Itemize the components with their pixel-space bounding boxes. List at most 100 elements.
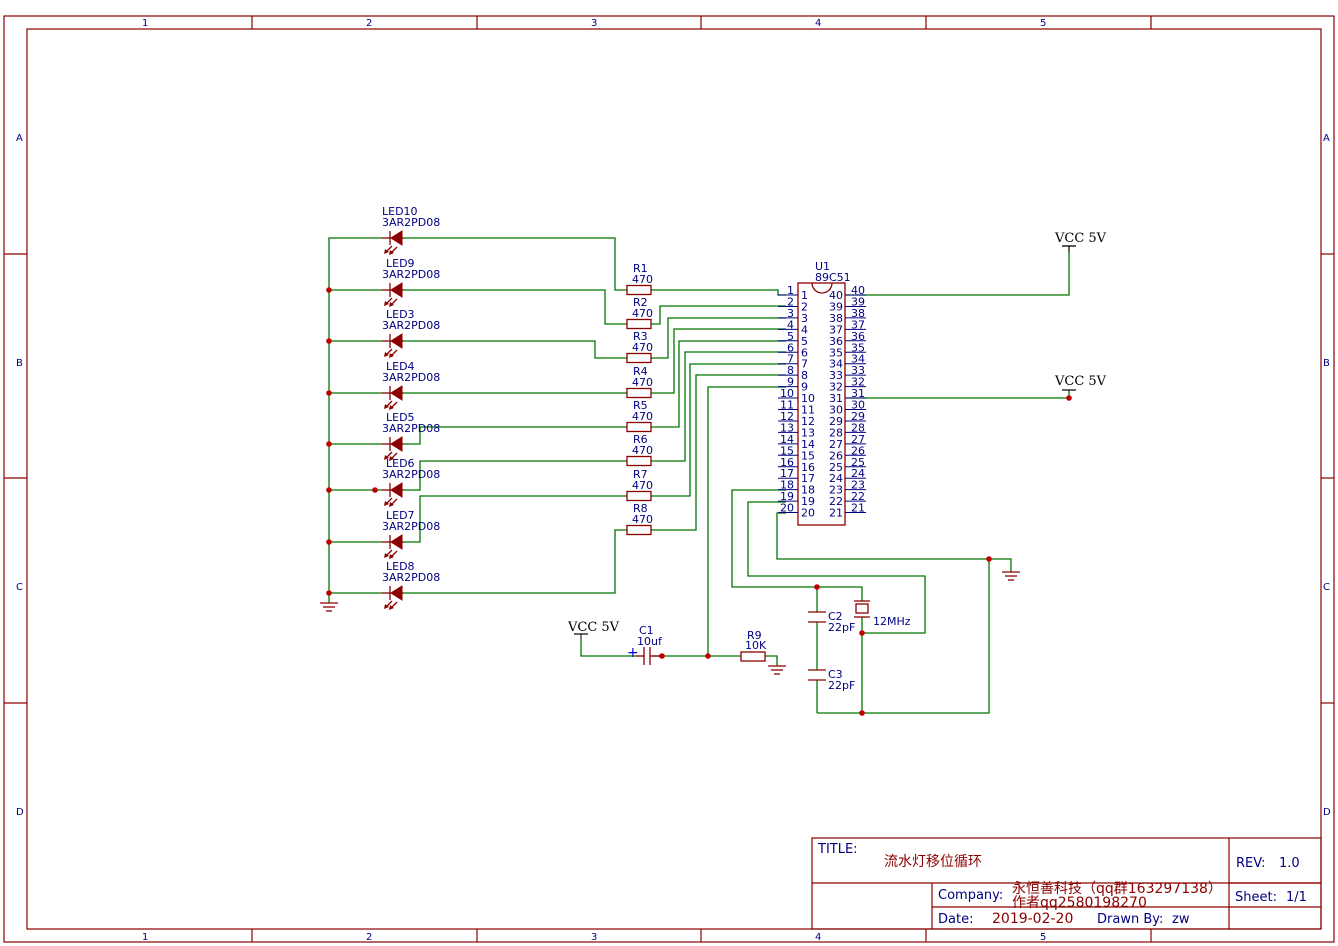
ground-symbols bbox=[320, 571, 1020, 675]
led-group: LED103AR2PD08LED93AR2PD08LED33AR2PD08LED… bbox=[382, 205, 440, 610]
frame-row-label: A bbox=[1323, 133, 1330, 144]
mcu-pin-number-outer: 23 bbox=[851, 479, 865, 492]
led-light-arrowhead-icon bbox=[384, 501, 389, 506]
mcu-pin-number-inner: 21 bbox=[829, 507, 843, 520]
vcc-symbols: VCC 5V VCC 5V VCC 5V bbox=[567, 231, 1107, 640]
frame-row-label: C bbox=[1323, 582, 1330, 593]
mcu-pin-number-outer: 16 bbox=[780, 456, 794, 469]
mcu-pin-number-inner: 3 bbox=[801, 312, 808, 325]
led-ref: LED10 bbox=[382, 205, 418, 218]
led-part: 3AR2PD08 bbox=[382, 268, 440, 281]
led-diode-icon bbox=[390, 585, 403, 601]
mcu-pin-number-outer: 31 bbox=[851, 387, 865, 400]
led-part: 3AR2PD08 bbox=[382, 319, 440, 332]
mcu-pin-number-outer: 24 bbox=[851, 467, 865, 480]
mcu-pin-number-outer: 7 bbox=[787, 353, 794, 366]
mcu-pin-number-outer: 38 bbox=[851, 307, 865, 320]
mcu-pin-number-outer: 15 bbox=[780, 444, 794, 457]
resistor-ref: R3 bbox=[633, 330, 648, 343]
resistor-body bbox=[626, 318, 652, 330]
mcu-pin-number-outer: 1 bbox=[787, 284, 794, 297]
led-light-arrowhead-icon bbox=[384, 249, 389, 254]
mcu-pin-number-outer: 8 bbox=[787, 364, 794, 377]
mcu-pin-number-inner: 32 bbox=[829, 381, 843, 394]
resistor-value: 470 bbox=[632, 341, 653, 354]
mcu-pin-number-outer: 37 bbox=[851, 318, 865, 331]
led-ref: LED4 bbox=[386, 360, 415, 373]
resistor-value: 470 bbox=[632, 479, 653, 492]
mcu-pin-number-inner: 1 bbox=[801, 289, 808, 302]
led-light-arrowhead-icon bbox=[384, 604, 389, 609]
led-light-arrowhead-icon bbox=[389, 605, 394, 610]
mcu-pin-number-inner: 7 bbox=[801, 358, 808, 371]
mcu-part: 89C51 bbox=[815, 271, 851, 284]
wires bbox=[328, 237, 1070, 714]
junctions bbox=[326, 287, 1072, 716]
resistor-ref: R4 bbox=[633, 365, 648, 378]
mcu-pin-number-inner: 28 bbox=[829, 426, 843, 439]
drawn-value: zw bbox=[1172, 912, 1190, 927]
mcu-ref: U1 bbox=[815, 260, 830, 273]
c2-ref: C2 bbox=[828, 610, 843, 623]
mcu-pin-number-outer: 5 bbox=[787, 330, 794, 343]
mcu-pin-number-inner: 35 bbox=[829, 346, 843, 359]
mcu-pin-number-outer: 17 bbox=[780, 467, 794, 480]
led-part: 3AR2PD08 bbox=[382, 371, 440, 384]
resistor-value: 470 bbox=[632, 410, 653, 423]
c2-value: 22pF bbox=[828, 621, 855, 634]
led-ref: LED5 bbox=[386, 411, 415, 424]
led-diode-icon bbox=[390, 436, 403, 452]
led-diode-icon bbox=[390, 282, 403, 298]
mcu-pin-number-inner: 16 bbox=[801, 461, 815, 474]
mcu-pin-number-inner: 19 bbox=[801, 495, 815, 508]
led-part: 3AR2PD08 bbox=[382, 520, 440, 533]
mcu-pin-number-inner: 18 bbox=[801, 484, 815, 497]
resistor-value: 470 bbox=[632, 376, 653, 389]
led-light-arrowhead-icon bbox=[389, 405, 394, 410]
resistor-body bbox=[626, 421, 652, 433]
resistor-body bbox=[626, 387, 652, 399]
capacitor-c1: + C1 10uf bbox=[627, 624, 663, 665]
resistor-ref: R5 bbox=[633, 399, 648, 412]
mcu-pin-number-inner: 27 bbox=[829, 438, 843, 451]
mcu-pin-number-outer: 25 bbox=[851, 456, 865, 469]
vcc-left: VCC 5V bbox=[567, 620, 620, 640]
led-part: 3AR2PD08 bbox=[382, 216, 440, 229]
led-ref: LED6 bbox=[386, 457, 415, 470]
mcu-pin-number-outer: 10 bbox=[780, 387, 794, 400]
vcc-top-label: VCC 5V bbox=[1054, 231, 1107, 246]
drawn-label: Drawn By: bbox=[1097, 912, 1163, 927]
mcu-pin-number-outer: 35 bbox=[851, 341, 865, 354]
led-light-arrowhead-icon bbox=[389, 456, 394, 461]
vcc-left-label: VCC 5V bbox=[567, 620, 620, 635]
mcu-pin-number-inner: 26 bbox=[829, 449, 843, 462]
title-text: 流水灯移位循环 bbox=[884, 854, 982, 870]
led-light-arrowhead-icon bbox=[384, 553, 389, 558]
mcu-pin-number-outer: 39 bbox=[851, 295, 865, 308]
mcu-pin-number-outer: 28 bbox=[851, 421, 865, 434]
title-label: TITLE: bbox=[817, 842, 858, 857]
mcu-pin-number-outer: 9 bbox=[787, 376, 794, 389]
resistor-r9: R9 10K bbox=[740, 629, 767, 662]
frame-row-label: A bbox=[16, 133, 23, 144]
rev-label: REV: bbox=[1236, 856, 1265, 871]
mcu-pin-number-outer: 18 bbox=[780, 479, 794, 492]
led-diode-icon bbox=[390, 482, 403, 498]
led-diode-icon bbox=[390, 230, 403, 246]
led-light-arrowhead-icon bbox=[389, 554, 394, 559]
led-light-arrowhead-icon bbox=[384, 404, 389, 409]
mcu-pin-number-outer: 32 bbox=[851, 376, 865, 389]
mcu-pin-number-outer: 19 bbox=[780, 490, 794, 503]
ground-r9-icon bbox=[768, 665, 786, 675]
led-diode-icon bbox=[390, 333, 403, 349]
mcu-pin-number-outer: 3 bbox=[787, 307, 794, 320]
mcu-pin-number-inner: 38 bbox=[829, 312, 843, 325]
led-light-arrowhead-icon bbox=[389, 302, 394, 307]
